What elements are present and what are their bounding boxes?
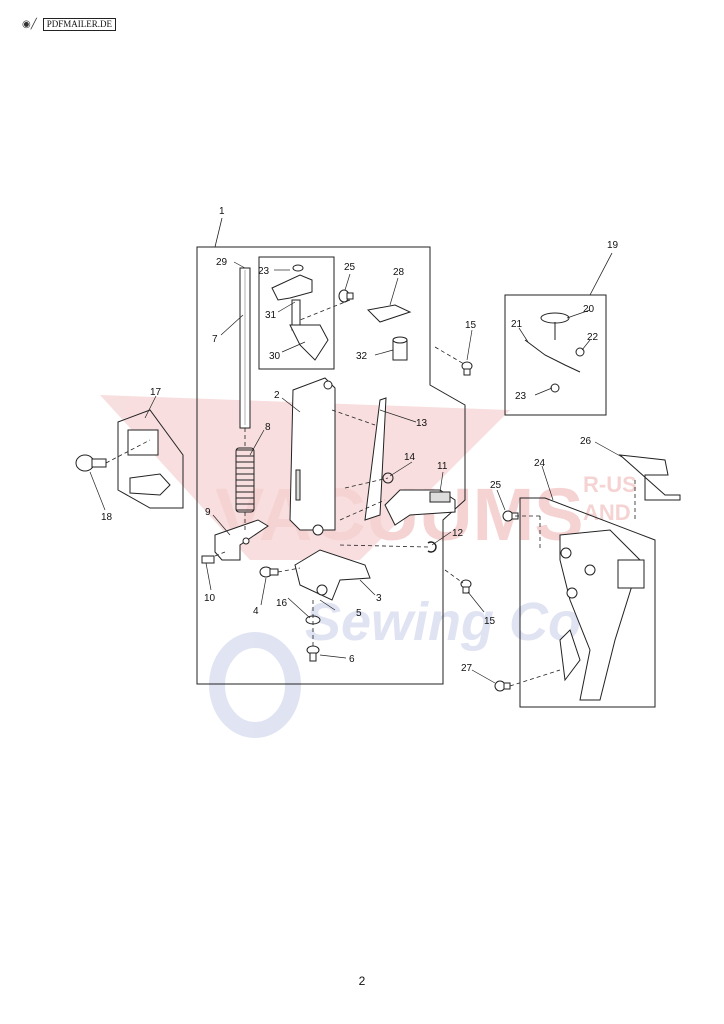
callout-24: 24 bbox=[534, 458, 546, 469]
lever-13 bbox=[364, 397, 387, 521]
leader-1 bbox=[214, 217, 223, 248]
callout-9: 9 bbox=[205, 507, 211, 518]
page-number: 2 bbox=[358, 974, 366, 988]
callout-23b: 23 bbox=[515, 391, 527, 402]
callout-12: 12 bbox=[452, 528, 464, 539]
screw-15a bbox=[461, 361, 473, 376]
parts-19 bbox=[524, 312, 585, 393]
callout-26: 26 bbox=[580, 436, 592, 447]
screw-6 bbox=[306, 645, 320, 662]
callout-17: 17 bbox=[150, 387, 162, 398]
callout-1: 1 bbox=[219, 206, 225, 217]
callout-6: 6 bbox=[349, 654, 355, 665]
callout-25a: 25 bbox=[344, 262, 356, 273]
callout-32: 32 bbox=[356, 351, 368, 362]
assembly-24-frame bbox=[519, 497, 656, 708]
callout-5: 5 bbox=[356, 608, 362, 619]
presser-bar-7 bbox=[239, 267, 251, 429]
screw-27 bbox=[494, 680, 511, 692]
watermark-loop bbox=[209, 632, 301, 738]
ring-12 bbox=[427, 541, 437, 553]
slide-28 bbox=[366, 304, 412, 323]
callout-8: 8 bbox=[265, 422, 271, 433]
callout-25b: 25 bbox=[490, 480, 502, 491]
screw-15b bbox=[460, 579, 472, 594]
callout-30: 30 bbox=[269, 351, 281, 362]
header: ◉╱ PDFMAILER.DE bbox=[22, 18, 117, 31]
callout-23a: 23 bbox=[258, 266, 270, 277]
sleeve-32 bbox=[392, 336, 408, 361]
callout-11: 11 bbox=[437, 461, 448, 472]
part-26 bbox=[618, 454, 681, 501]
foot-17-frame bbox=[117, 409, 184, 509]
parts-23-31-30 bbox=[271, 264, 329, 361]
watermark-suffix2: AND bbox=[583, 500, 631, 525]
callout-3: 3 bbox=[376, 593, 382, 604]
screw-25a bbox=[338, 289, 354, 303]
inset-box-30-31 bbox=[258, 256, 335, 370]
callout-7: 7 bbox=[212, 334, 218, 345]
watermark-suffix1: R-US bbox=[583, 472, 637, 497]
screw-4 bbox=[259, 566, 279, 578]
callout-19: 19 bbox=[607, 240, 619, 251]
pdfmailer-badge: PDFMAILER.DE bbox=[42, 18, 117, 31]
callout-labels: 1 2 3 4 5 6 7 8 9 10 11 12 13 14 15 15 1… bbox=[101, 206, 619, 674]
parts-24 bbox=[559, 529, 645, 701]
plate-3 bbox=[294, 549, 371, 601]
leader-19 bbox=[589, 252, 613, 296]
callout-18: 18 bbox=[101, 512, 113, 523]
callout-27: 27 bbox=[461, 663, 473, 674]
callout-21: 21 bbox=[511, 319, 523, 330]
assembly-1-frame bbox=[196, 246, 466, 685]
callout-31: 31 bbox=[265, 310, 277, 321]
watermark: VACUUMS R-US AND Sewing Co bbox=[100, 395, 637, 738]
callout-4: 4 bbox=[253, 606, 259, 617]
callout-16: 16 bbox=[276, 598, 288, 609]
callout-2: 2 bbox=[274, 390, 280, 401]
callout-28: 28 bbox=[393, 267, 405, 278]
callout-15a: 15 bbox=[465, 320, 477, 331]
callout-10: 10 bbox=[204, 593, 216, 604]
callout-20: 20 bbox=[583, 304, 595, 315]
callout-29: 29 bbox=[216, 257, 228, 268]
eye-icon: ◉╱ bbox=[22, 18, 37, 30]
assembly-19-frame bbox=[504, 294, 607, 416]
leader-lines bbox=[89, 261, 623, 684]
callout-22: 22 bbox=[587, 332, 599, 343]
callout-15b: 15 bbox=[484, 616, 496, 627]
presser-bar-guide-9 bbox=[214, 519, 269, 561]
callout-13: 13 bbox=[416, 418, 428, 429]
screw-10 bbox=[201, 555, 215, 564]
presser-foot-17 bbox=[127, 429, 171, 496]
bracket-2 bbox=[289, 377, 336, 536]
dashed-connectors bbox=[105, 299, 636, 687]
spring-14 bbox=[382, 472, 394, 484]
callout-14: 14 bbox=[404, 452, 416, 463]
thumb-screw-18 bbox=[75, 454, 107, 472]
